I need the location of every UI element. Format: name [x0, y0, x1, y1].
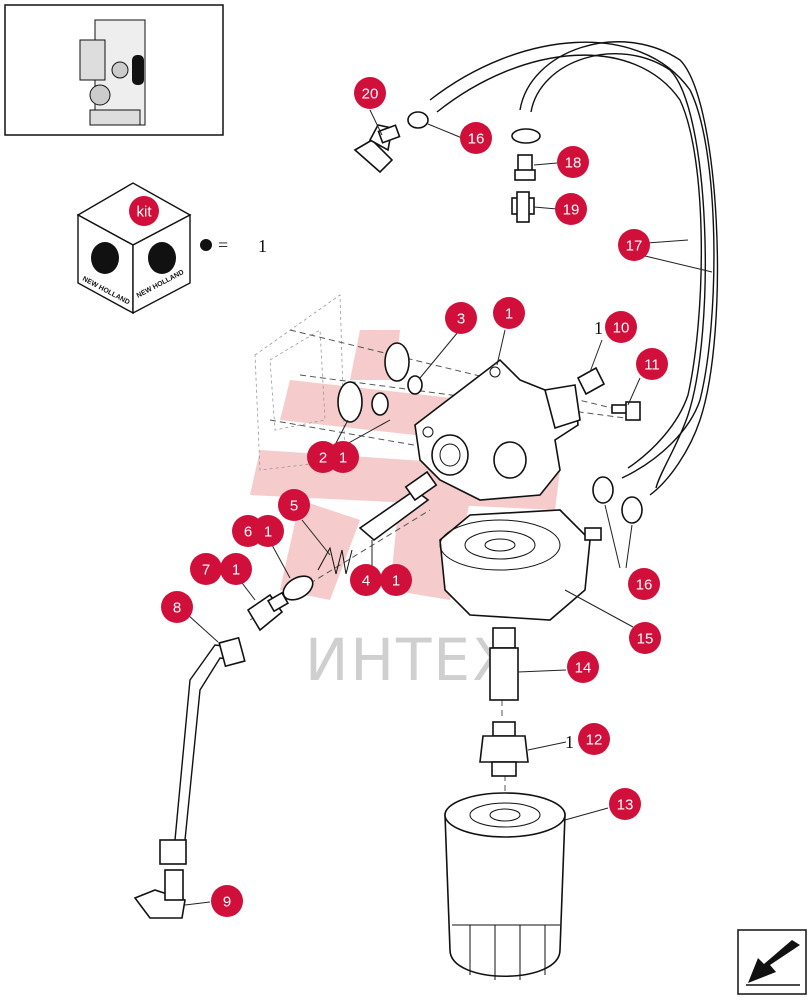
callout-11[interactable]: 11 — [636, 348, 668, 380]
fitting-18[interactable] — [514, 154, 536, 181]
hose-clamps-right[interactable] — [592, 476, 643, 524]
svg-text:13: 13 — [617, 797, 634, 814]
callout-9[interactable]: 9 — [211, 885, 243, 917]
callout-1-oring6[interactable]: 1 — [252, 515, 284, 547]
svg-text:14: 14 — [575, 660, 592, 677]
leader-lines — [184, 109, 713, 906]
qty-label-12: 1 — [565, 732, 574, 752]
callout-3[interactable]: 3 — [445, 302, 477, 334]
fuel-filter-13[interactable] — [444, 792, 566, 980]
callout-13[interactable]: 13 — [609, 788, 641, 820]
callout-7[interactable]: 7 — [190, 553, 222, 585]
hose-clamp-top-left[interactable] — [407, 111, 429, 129]
callout-1-head[interactable]: 1 — [493, 297, 525, 329]
fuel-hoses — [429, 41, 719, 496]
callout-1-valve[interactable]: 1 — [380, 564, 412, 596]
svg-text:6: 6 — [244, 524, 252, 541]
valve-piston-4[interactable] — [358, 470, 438, 542]
filter-head[interactable] — [414, 358, 581, 501]
svg-text:19: 19 — [563, 202, 580, 219]
svg-text:17: 17 — [626, 238, 643, 255]
o-rings-2[interactable] — [337, 342, 423, 423]
svg-text:kit: kit — [137, 204, 153, 221]
adapter-15[interactable] — [439, 509, 602, 621]
elbow-fitting-9[interactable] — [133, 869, 186, 919]
svg-text:11: 11 — [644, 357, 660, 374]
svg-text:5: 5 — [290, 498, 298, 515]
nipple-12[interactable] — [479, 721, 529, 777]
svg-text:1: 1 — [264, 524, 272, 541]
svg-text:4: 4 — [362, 573, 370, 590]
callout-1-fitting7[interactable]: 1 — [220, 553, 252, 585]
callout-5[interactable]: 5 — [278, 489, 310, 521]
hose-clamp-top-right[interactable] — [511, 128, 541, 144]
next-page-arrow-icon[interactable] — [737, 929, 807, 995]
elbow-fitting-20[interactable] — [353, 124, 401, 174]
callout-16-right[interactable]: 16 — [628, 568, 660, 600]
fuel-pipe-8[interactable] — [159, 636, 246, 865]
svg-text:2: 2 — [319, 450, 327, 467]
spring-5[interactable] — [317, 546, 353, 575]
svg-text:3: 3 — [457, 311, 465, 328]
kit-badge[interactable]: kit — [129, 196, 159, 226]
engine-block-outline — [254, 294, 346, 471]
fitting-7[interactable] — [246, 591, 290, 632]
svg-text:1: 1 — [505, 306, 513, 323]
tee-fitting-19[interactable] — [511, 191, 535, 223]
watermark-text: ИНТЕХ — [305, 626, 514, 694]
svg-text:1: 1 — [392, 573, 400, 590]
callout-8[interactable]: 8 — [161, 591, 193, 623]
kit-count: 1 — [258, 236, 267, 256]
svg-text:8: 8 — [173, 600, 181, 617]
callout-15[interactable]: 15 — [629, 622, 661, 654]
svg-text:16: 16 — [468, 131, 485, 148]
svg-text:16: 16 — [636, 577, 653, 594]
svg-text:9: 9 — [223, 894, 231, 911]
engine-thumbnail[interactable] — [4, 4, 224, 136]
svg-text:10: 10 — [613, 320, 630, 337]
svg-text:7: 7 — [202, 562, 210, 579]
svg-text:1: 1 — [339, 450, 347, 467]
svg-text:1: 1 — [232, 562, 240, 579]
bolt-11[interactable] — [611, 401, 641, 421]
callout-14[interactable]: 14 — [567, 651, 599, 683]
stud-14[interactable] — [489, 627, 519, 701]
engine-thumbnail-icon — [79, 19, 146, 126]
callout-16-top[interactable]: 16 — [460, 122, 492, 154]
kit-equals: = — [218, 235, 228, 255]
callout-19[interactable]: 19 — [555, 193, 587, 225]
svg-text:15: 15 — [637, 631, 654, 648]
callout-18[interactable]: 18 — [557, 146, 589, 178]
callout-17[interactable]: 17 — [618, 229, 650, 261]
qty-label-10: 1 — [594, 318, 603, 338]
kit-bullet — [200, 239, 212, 251]
callout-20[interactable]: 20 — [354, 77, 386, 109]
svg-text:18: 18 — [565, 155, 582, 172]
callout-12[interactable]: 12 — [578, 723, 610, 755]
callout-1-orings[interactable]: 1 — [327, 441, 359, 473]
svg-text:20: 20 — [362, 86, 379, 103]
svg-text:12: 12 — [586, 732, 603, 749]
callout-10[interactable]: 10 — [605, 311, 637, 343]
plug-10[interactable] — [576, 366, 606, 396]
callout-4[interactable]: 4 — [350, 564, 382, 596]
